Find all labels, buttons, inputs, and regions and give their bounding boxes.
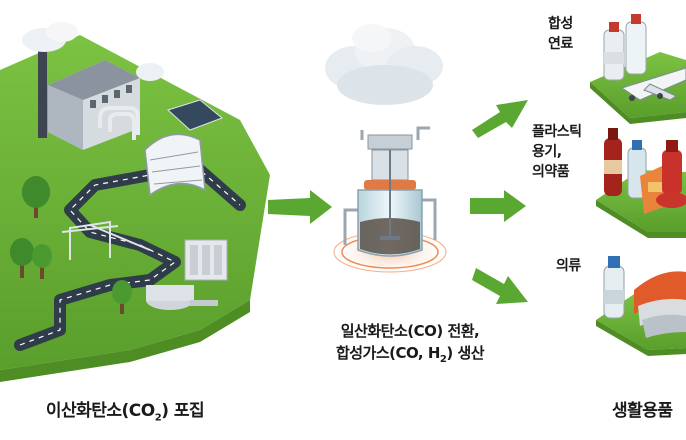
conversion-label-line1: 일산화탄소(CO) 전환, <box>340 322 480 340</box>
arrow-to-reactor <box>268 190 332 224</box>
conversion-label: 일산화탄소(CO) 전환, 합성가스(CO, H2) 생산 <box>290 320 530 371</box>
reactor <box>325 24 452 278</box>
arrow-to-clothing <box>472 268 528 304</box>
capture-label: 이산화탄소(CO2) 포집 <box>45 401 205 424</box>
arrow-to-plastic <box>470 190 526 222</box>
chimney <box>22 22 78 138</box>
power-lines <box>61 220 151 260</box>
plastic-bottles <box>604 128 686 214</box>
plastic-medicine-label: 플라스틱 용기, 의약품 <box>532 124 582 180</box>
storage-tanks <box>146 239 228 310</box>
trees <box>10 176 132 314</box>
capture-plant <box>0 22 270 382</box>
clothing-items <box>603 256 686 338</box>
clothing-label: 의류 <box>556 258 581 274</box>
conversion-label-line2: 합성가스(CO, H2) 생산 <box>335 344 485 365</box>
synthetic-fuel-label: 합성 연료 <box>548 16 573 52</box>
airplane-icon <box>620 67 686 101</box>
reactor-cloud <box>325 24 443 105</box>
arrow-to-fuel <box>472 100 528 138</box>
solar-panels <box>167 99 223 131</box>
capture-pipes <box>98 106 140 140</box>
household-goods-label: 생활용품 <box>612 401 673 421</box>
factory-building <box>48 60 140 150</box>
fuel-bottles <box>603 14 647 81</box>
products <box>590 14 686 356</box>
capture-unit <box>144 133 206 197</box>
